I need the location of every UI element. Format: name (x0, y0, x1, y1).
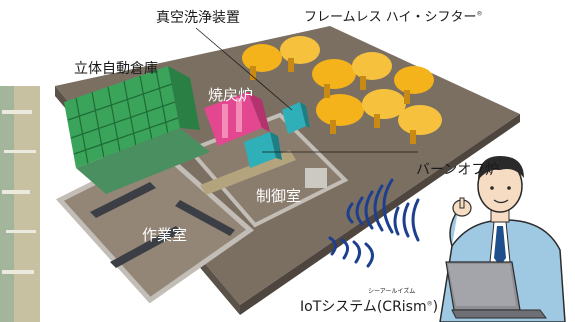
frameless-sifters (242, 36, 442, 144)
tempering-furnace (204, 92, 270, 146)
work-benches (90, 182, 235, 268)
label-burnoff: バーンオフ炉 (416, 162, 500, 178)
automated-warehouse (64, 66, 210, 194)
label-iot-mark: ® (426, 300, 433, 308)
vacuum-cleaning-equipment (282, 102, 310, 134)
wifi-waves-icon (328, 178, 420, 268)
photo-strip-shade (0, 86, 14, 322)
floor-edge-right (240, 114, 520, 315)
label-iot-ruby: シーアールイズム (368, 288, 416, 295)
label-iot: IoTシステム(CRism®) (300, 300, 438, 314)
label-iot-close: ) (432, 299, 439, 315)
control-desks (200, 150, 296, 195)
laptop-icon (445, 261, 547, 319)
label-warehouse: 立体自動倉庫 (74, 61, 158, 77)
photo-strip-highlights (2, 110, 36, 274)
label-iot-text: IoTシステム(CRism (300, 299, 427, 315)
burnoff-furnace (244, 132, 282, 168)
label-sifter-mark: ® (476, 10, 483, 18)
label-sifter-text: フレームレス ハイ・シフター (304, 10, 477, 25)
label-work-room: 作業室 (142, 226, 188, 244)
label-sifter: フレームレス ハイ・シフター® (304, 11, 482, 24)
label-control-room: 制御室 (256, 187, 302, 205)
leader-lines (195, 27, 418, 153)
label-furnace: 焼戻炉 (208, 86, 254, 104)
control-panel (305, 168, 327, 188)
label-vacuum-cleaner: 真空洗浄装置 (156, 10, 240, 26)
